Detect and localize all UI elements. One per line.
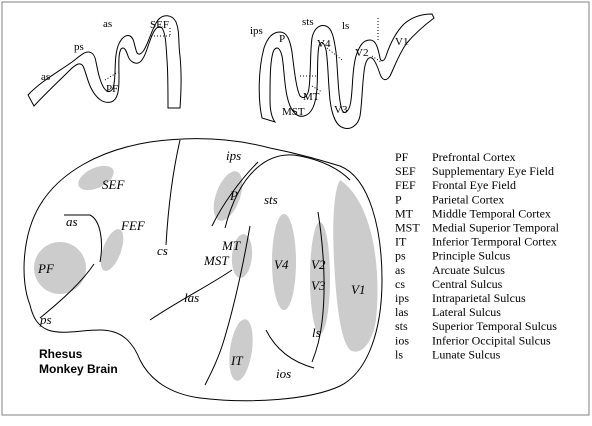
legend-abbr: ls [395, 347, 403, 361]
legend-name: Middle Temporal Cortex [432, 206, 551, 220]
brain-label-as: as [66, 214, 78, 229]
legend-abbr: as [395, 263, 405, 277]
region-v2-v3 [310, 222, 330, 334]
section-label-sef: SEF [150, 19, 169, 31]
legend-abbr: cs [395, 277, 405, 291]
region-fef [100, 229, 124, 271]
region-sef [78, 165, 114, 191]
section-label-ps: ps [74, 41, 84, 53]
inferior-occipital-sulcus [265, 329, 315, 369]
section-label-as-top: as [103, 18, 112, 30]
figure-frame [1, 1, 590, 416]
v2-guide-line [371, 55, 382, 63]
legend-name: Parietal Cortex [432, 192, 504, 206]
legend-abbr: MT [395, 206, 414, 220]
superior-temporal-sulcus [204, 225, 251, 386]
lunate-sulcus [311, 211, 325, 363]
brain-label-ls: ls [312, 325, 321, 340]
legend-name: Frontal Eye Field [432, 178, 516, 192]
legend-abbr: IT [395, 235, 407, 249]
brain-label-p: P [229, 188, 238, 203]
brain-label-pf: PF [37, 261, 55, 276]
lateral-brain [23, 138, 383, 402]
posterior-section [258, 13, 435, 129]
shaded-regions [34, 165, 378, 381]
legend-name: Inferior Termporal Cortex [432, 235, 557, 249]
section-label-pf: PF [106, 83, 118, 95]
legend-name: Inferior Occipital Sulcus [432, 333, 551, 347]
region-mt-mst [231, 234, 253, 278]
section-label-v1: V1 [395, 36, 408, 48]
legend-name: Supplementary Eye Field [432, 164, 554, 178]
brain-label-ios: ios [276, 366, 291, 381]
v4-guide-line [326, 47, 343, 61]
legend-abbr: ios [395, 333, 409, 347]
section-label-p: P [279, 33, 285, 45]
section-label-ls: ls [342, 20, 349, 32]
legend-abbr: P [395, 192, 402, 206]
legend-name: Lunate Sulcus [432, 347, 501, 361]
legend-name: Intraparietal Sulcus [432, 291, 526, 305]
posterior-section-outline [258, 13, 435, 129]
legend-name: Arcuate Sulcus [432, 263, 505, 277]
section-label-as-left: as [41, 71, 50, 83]
section-label-ips: ips [250, 25, 263, 37]
legend-name: Medial Superior Temporal [432, 221, 560, 235]
principal-sulcus [39, 263, 95, 319]
temporal-boundary [224, 154, 351, 229]
pf-guide-line [104, 71, 119, 81]
legend-abbr: las [395, 305, 409, 319]
legend-name: Lateral Sulcus [432, 305, 501, 319]
brain-label-v4: V4 [274, 257, 289, 272]
frontal-section [27, 15, 182, 109]
legend-abbr: SEF [395, 164, 416, 178]
brain-label-cs: cs [157, 243, 168, 258]
brain-label-it: IT [230, 353, 243, 368]
region-pf [34, 242, 86, 294]
legend-name: Central Sulcus [432, 277, 503, 291]
brain-label-mt: MT [221, 238, 241, 253]
figure-title-line2: Monkey Brain [39, 362, 118, 376]
intraparietal-sulcus [211, 161, 259, 227]
legend-abbr: sts [395, 319, 408, 333]
legend-abbr: FEF [395, 178, 416, 192]
section-label-mst: MST [282, 106, 305, 118]
brain-label-las: las [184, 290, 199, 305]
legend-name: Principle Sulcus [432, 249, 511, 263]
arcuate-sulcus [64, 214, 103, 263]
legend-abbr: MST [395, 221, 420, 235]
brain-label-fef: FEF [120, 218, 146, 233]
brain-label-sef: SEF [102, 177, 125, 192]
brain-label-ps: ps [39, 312, 52, 327]
legend-abbr: PF [395, 150, 409, 164]
section-label-v2: V2 [355, 47, 368, 59]
brain-label-mst: MST [203, 253, 229, 268]
region-p [213, 171, 243, 221]
mst-guide-line [311, 85, 323, 93]
region-v1 [333, 180, 378, 352]
legend-abbr: ips [395, 291, 409, 305]
frontal-section-outline [27, 15, 182, 109]
region-v4 [272, 214, 296, 310]
region-it [229, 319, 253, 381]
section-label-v4: V4 [317, 38, 331, 50]
brain-label-v1: V1 [351, 282, 365, 297]
section-label-v3: V3 [334, 104, 348, 116]
brain-outline [23, 138, 383, 402]
section-label-sts: sts [302, 16, 314, 28]
figure-title-line1: Rhesus [39, 347, 83, 361]
legend-name: Superior Temporal Sulcus [432, 319, 557, 333]
section-label-mt: MT [303, 91, 320, 103]
legend-name: Prefrontal Cortex [432, 150, 516, 164]
legend-abbr: ps [395, 249, 406, 263]
brain-label-v2: V2 [311, 257, 326, 272]
central-sulcus [165, 139, 181, 246]
brain-label-ips: ips [226, 148, 241, 163]
lateral-sulcus [149, 269, 233, 321]
brain-label-sts: sts [264, 192, 278, 207]
brain-label-v3: V3 [311, 278, 326, 293]
